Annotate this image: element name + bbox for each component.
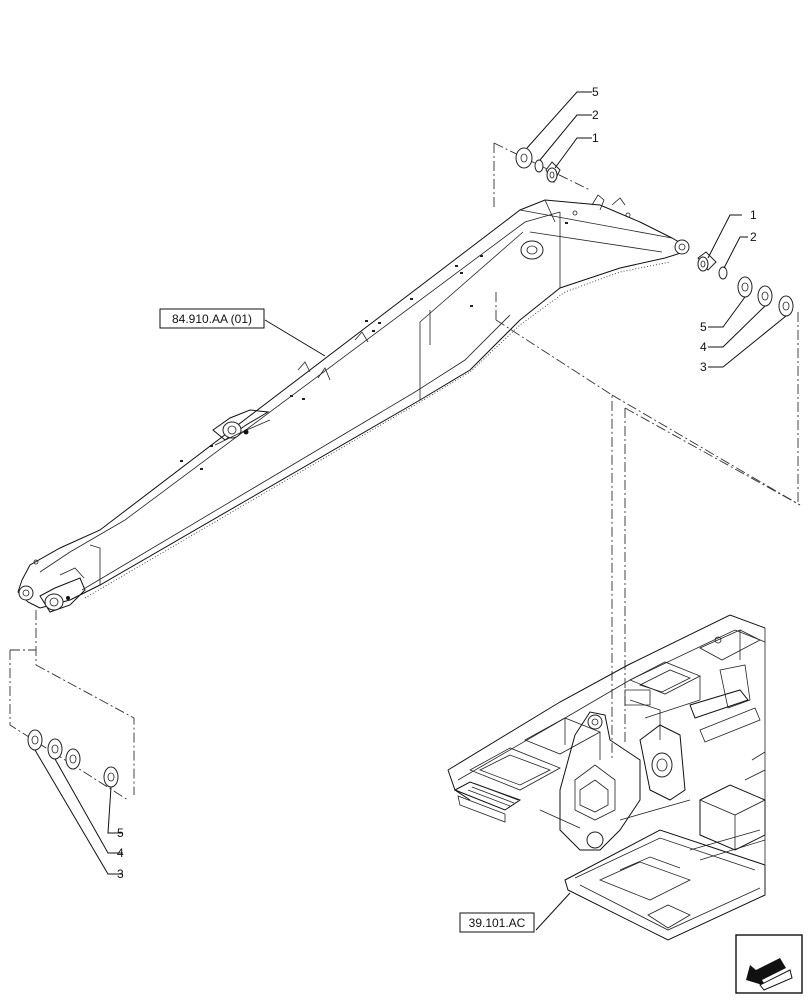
callout-right-3: 3 <box>700 360 707 374</box>
callout-labels: 5 2 1 1 2 5 4 3 5 4 3 <box>117 85 757 881</box>
reference-boom-label[interactable]: 84.910.AA (01) <box>172 312 252 326</box>
callout-right-4: 4 <box>700 340 707 354</box>
callout-right-2: 2 <box>750 230 757 244</box>
arrow-icon[interactable] <box>735 934 803 994</box>
callout-top-1: 1 <box>592 131 599 145</box>
callout-right-5: 5 <box>700 320 707 334</box>
callout-leaders <box>34 91 787 931</box>
reference-frame-label[interactable]: 39.101.AC <box>469 916 526 930</box>
top-pin-group <box>515 147 561 183</box>
callout-left-4: 4 <box>117 846 124 860</box>
reference-frame[interactable]: 39.101.AC <box>459 912 535 933</box>
callout-left-3: 3 <box>117 867 124 881</box>
right-pin-group <box>697 251 794 317</box>
dash-dot-guides <box>9 142 801 801</box>
callout-top-5: 5 <box>592 85 599 99</box>
callout-top-2: 2 <box>592 108 599 122</box>
upperstructure-frame <box>447 614 766 941</box>
reference-boom[interactable]: 84.910.AA (01) <box>159 308 265 329</box>
left-pin-group <box>27 729 119 788</box>
callout-left-5: 5 <box>117 826 124 840</box>
boom-arm <box>17 194 690 613</box>
callout-right-1: 1 <box>750 208 757 222</box>
